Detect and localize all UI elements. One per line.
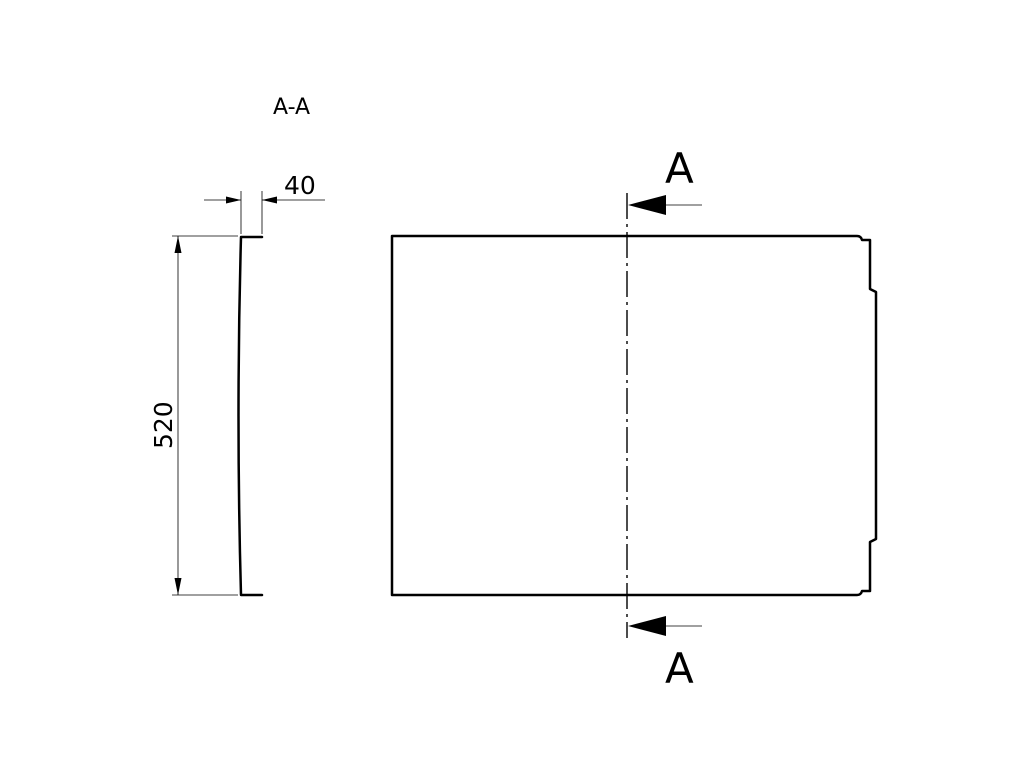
section-profile [237,235,264,597]
section-view: A-A 40 520 [149,95,325,597]
dim-arrow [174,236,182,253]
cut-label-top: A [665,144,694,193]
arrow-left-icon [628,195,666,215]
height-dimension-text: 520 [149,401,178,449]
arrow-left-icon [628,616,666,636]
cut-arrow-bottom: A [628,616,702,693]
dim-arrow [262,196,277,204]
section-view-title: A-A [273,95,310,120]
width-dimension: 40 [204,171,325,234]
panel-outline [390,234,878,597]
cut-label-bottom: A [665,644,694,693]
dim-arrow [226,196,241,204]
width-dimension-text: 40 [284,171,316,200]
height-dimension: 520 [149,235,238,596]
front-view: A A [390,144,878,693]
dim-arrow [174,578,182,595]
cut-arrow-top: A [628,144,702,215]
